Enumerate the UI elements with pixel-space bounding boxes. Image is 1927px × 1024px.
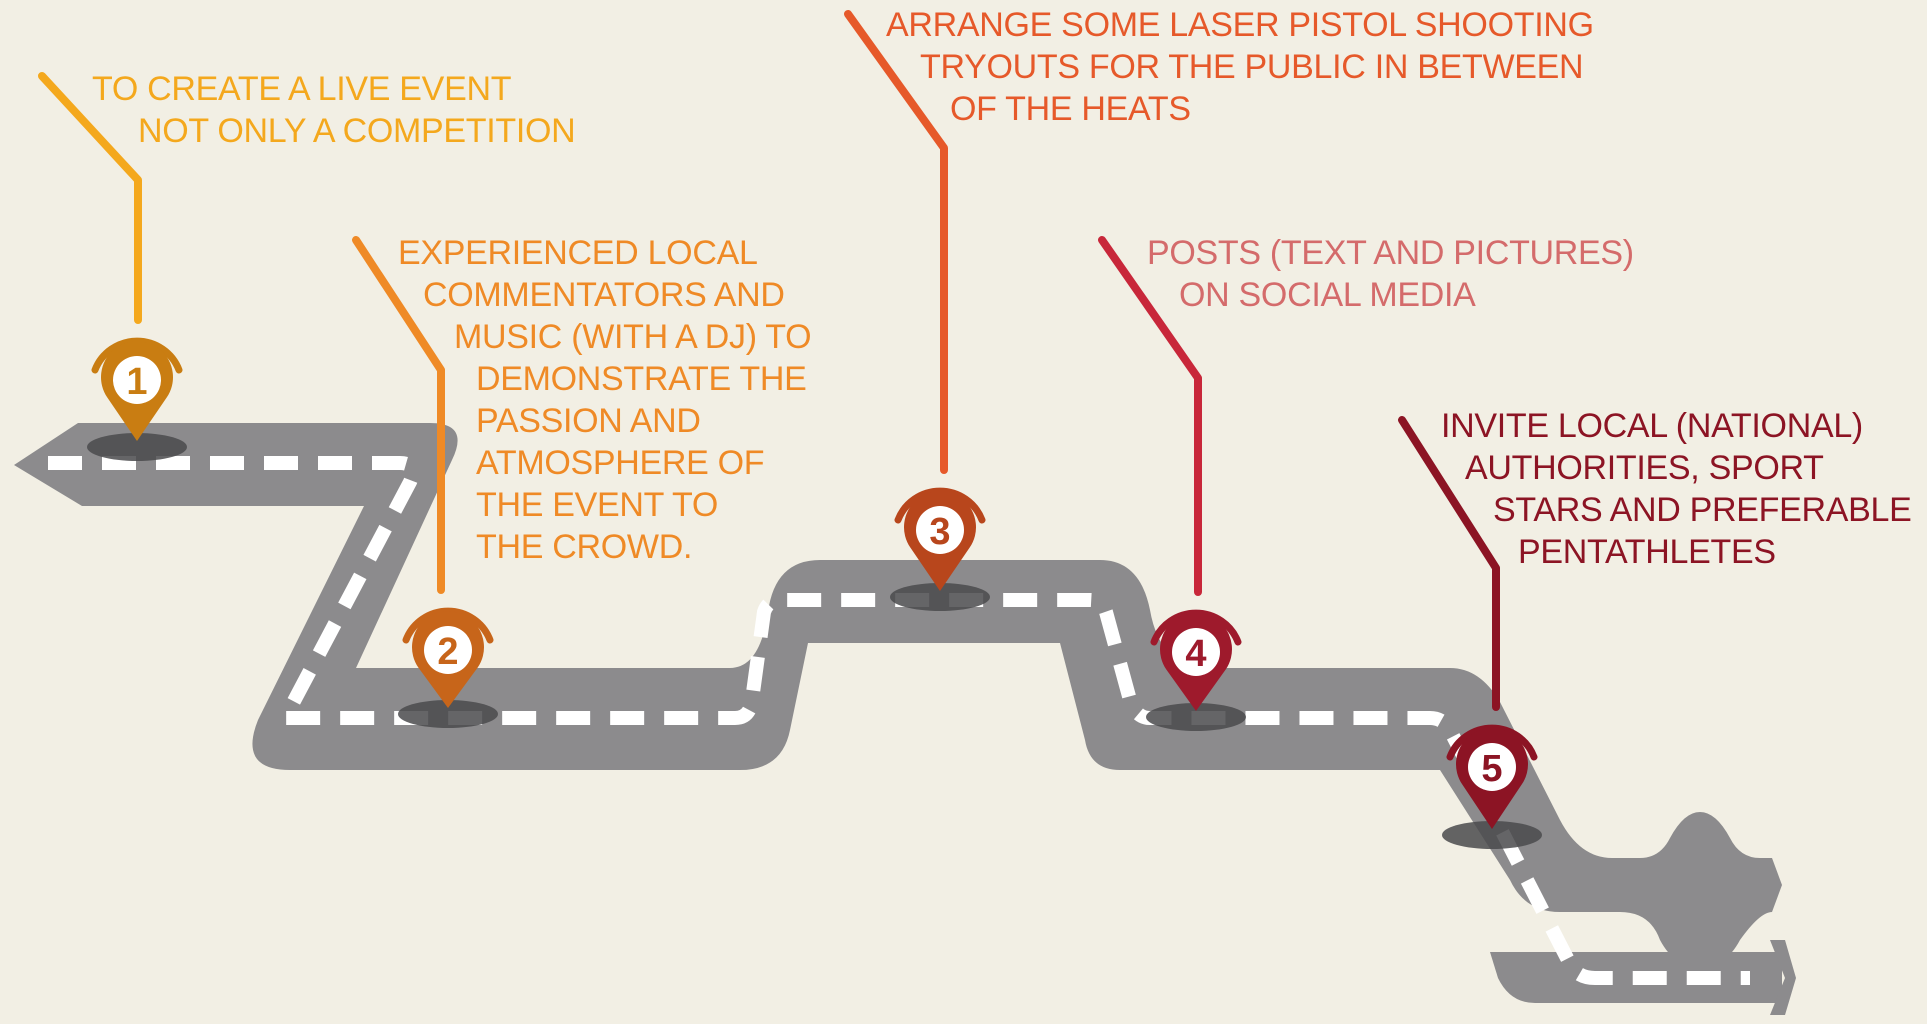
step-2-leader-line [352, 236, 445, 594]
step-5-line-4: PENTATHLETES [1518, 533, 1776, 571]
step-3-map-pin-icon: 3 [890, 487, 990, 611]
step-2-number: 2 [437, 631, 458, 673]
pins: 1 2 3 4 5 [87, 337, 1542, 849]
step-4-number: 4 [1185, 633, 1206, 675]
step-5-number: 5 [1481, 748, 1502, 790]
road [14, 423, 1796, 1015]
step-2-line-4: DEMONSTRATE THE [476, 360, 807, 398]
step-5-signal-arc-outer [1446, 724, 1538, 761]
step-3-pin-shadow [890, 583, 990, 611]
step-3-signal-arc-outer [894, 487, 986, 524]
step-2-line-7: THE EVENT TO [476, 486, 719, 524]
step-4-map-pin-icon: 4 [1146, 609, 1246, 731]
step-1-leader-line [38, 72, 142, 324]
step-1-line-1: TO CREATE A LIVE EVENT [92, 70, 512, 108]
step-4-line-2: ON SOCIAL MEDIA [1179, 276, 1476, 314]
step-3-caption: ARRANGE SOME LASER PISTOL SHOOTING TRYOU… [886, 4, 1594, 130]
step-4-line-1: POSTS (TEXT AND PICTURES) [1147, 234, 1634, 272]
step-1-pin-badge [113, 356, 161, 404]
step-5-line-3: STARS AND PREFERABLE [1493, 491, 1912, 529]
step-2-map-pin-icon: 2 [398, 607, 498, 728]
step-3-line-3: OF THE HEATS [950, 90, 1191, 128]
step-1-number: 1 [126, 361, 147, 403]
step-2-pin-shadow [398, 700, 498, 728]
step-2-pin-badge [424, 626, 472, 674]
step-5-pin-badge [1468, 743, 1516, 791]
step-5-line-1: INVITE LOCAL (NATIONAL) [1441, 407, 1863, 445]
leader-lines [38, 10, 1500, 711]
step-2-caption: EXPERIENCED LOCAL COMMENTATORS AND MUSIC… [398, 232, 812, 568]
step-2-line-5: PASSION AND [476, 402, 701, 440]
road-surface [14, 423, 1782, 968]
step-1-signal-arc-outer [91, 337, 183, 374]
step-4-caption: POSTS (TEXT AND PICTURES) ON SOCIAL MEDI… [1147, 232, 1634, 316]
step-3-pin-badge [916, 506, 964, 554]
road-arrow-tip [1770, 940, 1796, 1015]
step-5-caption: INVITE LOCAL (NATIONAL) AUTHORITIES, SPO… [1441, 405, 1912, 573]
step-4-leader-line [1098, 236, 1202, 596]
step-2-line-2: COMMENTATORS AND [423, 276, 785, 314]
step-4-pin-shadow [1146, 703, 1246, 731]
step-5-pin-shadow [1442, 821, 1542, 849]
step-2-line-3: MUSIC (WITH A DJ) TO [454, 318, 812, 356]
step-2-line-1: EXPERIENCED LOCAL [398, 234, 758, 272]
step-3-leader-line [844, 10, 948, 474]
step-1-map-pin-icon: 1 [87, 337, 187, 461]
step-2-line-6: ATMOSPHERE OF [476, 444, 765, 482]
step-3-number: 3 [929, 511, 950, 553]
step-5-map-pin-icon: 5 [1442, 724, 1542, 849]
step-4-pin-badge [1172, 628, 1220, 676]
step-5-line-2: AUTHORITIES, SPORT [1465, 449, 1824, 487]
step-2-line-8: THE CROWD. [476, 528, 693, 566]
step-4-signal-arc-outer [1150, 609, 1242, 646]
step-3-line-1: ARRANGE SOME LASER PISTOL SHOOTING [886, 6, 1594, 44]
step-1-caption: TO CREATE A LIVE EVENT NOT ONLY A COMPET… [92, 68, 576, 152]
step-5-leader-line [1398, 416, 1500, 711]
road-lane-dashes [48, 456, 1750, 985]
step-3-line-2: TRYOUTS FOR THE PUBLIC IN BETWEEN [920, 48, 1584, 86]
step-1-pin-shadow [87, 433, 187, 461]
step-2-signal-arc-outer [402, 607, 494, 644]
step-1-line-2: NOT ONLY A COMPETITION [138, 112, 576, 150]
